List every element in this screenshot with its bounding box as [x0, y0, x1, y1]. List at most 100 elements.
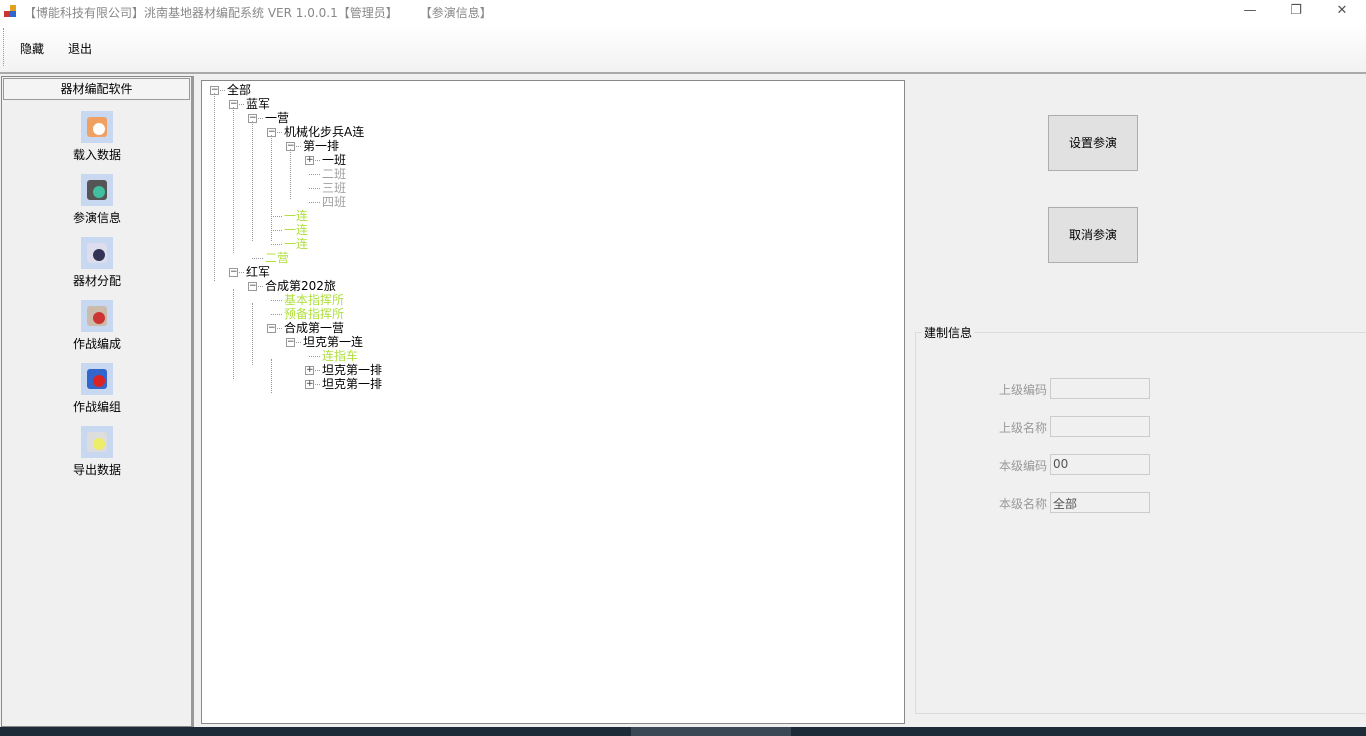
sidebar-item-label: 作战编组 [72, 400, 121, 414]
tree-node-label: 蓝军 [246, 97, 271, 111]
tree-node-label: 二班 [322, 167, 347, 181]
sidebar-item-0[interactable]: 载入数据 [2, 111, 192, 163]
sidebar-item-3[interactable]: 作战编成 [2, 300, 192, 352]
tree-node-label: 第一排 [303, 139, 340, 153]
sidebar-item-label: 器材分配 [72, 274, 121, 288]
tree-connector [277, 132, 282, 133]
tree-connector [252, 258, 263, 259]
expand-icon[interactable]: + [305, 155, 314, 165]
title-bar: 【博能科技有限公司】洮南基地器材编配系统 VER 1.0.0.1【管理员】 【参演… [0, 0, 1366, 24]
tree-connector-line [271, 359, 272, 393]
sidebar-item-5[interactable]: 导出数据 [2, 426, 192, 478]
tree-connector [277, 328, 282, 329]
tree-connector [271, 230, 282, 231]
title-text: 【博能科技有限公司】洮南基地器材编配系统 VER 1.0.0.1【管理员】 [24, 6, 398, 20]
tree-node-label: 基本指挥所 [284, 293, 345, 307]
field-label: 上级编码 [998, 383, 1047, 397]
tree-connector [220, 90, 225, 91]
file-drawer-icon [81, 426, 113, 458]
tree-node-label: 二营 [265, 251, 290, 265]
collapse-icon[interactable]: − [229, 267, 238, 277]
restore-button[interactable]: ❐ [1290, 3, 1302, 18]
tree-connector [271, 314, 282, 315]
sidebar-item-label: 参演信息 [72, 211, 121, 225]
tree-node-label: 三班 [322, 181, 347, 195]
tree-connector [271, 216, 282, 217]
unit-tree[interactable]: −全部−蓝军−一营−机械化步兵A连−第一排+一班二班三班四班一连一连一连二营−红… [201, 80, 905, 724]
shapes-icon [81, 363, 113, 395]
tree-connector-line [271, 135, 272, 241]
app-icon [4, 5, 18, 19]
tree-connector [296, 146, 301, 147]
tree-node-label: 坦克第一排 [322, 363, 383, 377]
field-label: 上级名称 [998, 421, 1047, 435]
tree-node-label: 合成第一营 [284, 321, 345, 335]
taskbar [0, 727, 1366, 736]
tree-node-label: 坦克第一排 [322, 377, 383, 391]
tree-connector [258, 286, 263, 287]
notepad-pen-icon [81, 237, 113, 269]
tree-connector-line [233, 107, 234, 253]
collapse-icon[interactable]: − [248, 281, 257, 291]
expand-icon[interactable]: + [305, 365, 314, 375]
tree-connector [296, 342, 301, 343]
tree-connector [309, 174, 320, 175]
document-search-icon [81, 174, 113, 206]
tree-connector [239, 104, 244, 105]
tree-node-label: 连指车 [322, 349, 359, 363]
set-participation-button[interactable]: 设置参演 [1048, 115, 1138, 171]
tree-connector [315, 370, 320, 371]
sidebar-item-label: 作战编成 [72, 337, 121, 351]
tree-connector [309, 356, 320, 357]
field-input-0[interactable] [1050, 378, 1150, 399]
tree-node-label: 一营 [265, 111, 290, 125]
toolbar: 隐藏 退出 [0, 24, 1366, 74]
tree-node-label: 预备指挥所 [284, 307, 345, 321]
tree-node-label: 坦克第一连 [303, 335, 364, 349]
tree-connector [309, 188, 320, 189]
field-input-1[interactable] [1050, 416, 1150, 437]
taskbar-active-app[interactable] [631, 727, 791, 736]
tree-connector-line [252, 121, 253, 241]
tree-connector [258, 118, 263, 119]
sidebar-item-4[interactable]: 作战编组 [2, 363, 192, 415]
tree-node-label: 红军 [246, 265, 271, 279]
field-input-3[interactable]: 全部 [1050, 492, 1150, 513]
toolbar-grip[interactable] [3, 28, 4, 66]
hide-button[interactable]: 隐藏 [20, 42, 45, 56]
tree-node-label: 合成第202旅 [265, 279, 336, 293]
tree-node-label: 四班 [322, 195, 347, 209]
sidebar-item-label: 载入数据 [72, 148, 121, 162]
tree-connector-line [252, 303, 253, 365]
title-module: 【参演信息】 [425, 6, 492, 20]
sidebar-item-2[interactable]: 器材分配 [2, 237, 192, 289]
minimize-button[interactable]: — [1243, 3, 1257, 18]
group-title: 建制信息 [922, 324, 975, 341]
clipboard-check-icon [81, 300, 113, 332]
expand-icon[interactable]: + [305, 379, 314, 389]
tree-node-label: 一连 [284, 209, 309, 223]
window-title: 【博能科技有限公司】洮南基地器材编配系统 VER 1.0.0.1【管理员】 【参演… [24, 4, 520, 21]
tree-connector-line [233, 289, 234, 379]
tree-connector [309, 202, 320, 203]
tree-node-label: 一连 [284, 223, 309, 237]
sidebar-item-1[interactable]: 参演信息 [2, 174, 192, 226]
collapse-icon[interactable]: − [286, 337, 295, 347]
tree-connector [271, 300, 282, 301]
close-button[interactable]: ✕ [1336, 3, 1348, 18]
cancel-participation-button[interactable]: 取消参演 [1048, 207, 1138, 263]
tree-connector-line [214, 93, 215, 281]
tree-connector-line [290, 149, 291, 199]
exit-button[interactable]: 退出 [68, 42, 93, 56]
collapse-icon[interactable]: − [267, 323, 276, 333]
tree-node-label: 全部 [227, 83, 252, 97]
house-icon [81, 111, 113, 143]
tree-node-label: 一班 [322, 153, 347, 167]
sidebar: 器材编配软件 载入数据参演信息器材分配作战编成作战编组导出数据 [1, 76, 194, 727]
tree-connector [239, 272, 244, 273]
field-input-2[interactable]: 00 [1050, 454, 1150, 475]
tree-connector [315, 160, 320, 161]
field-label: 本级名称 [998, 497, 1047, 511]
